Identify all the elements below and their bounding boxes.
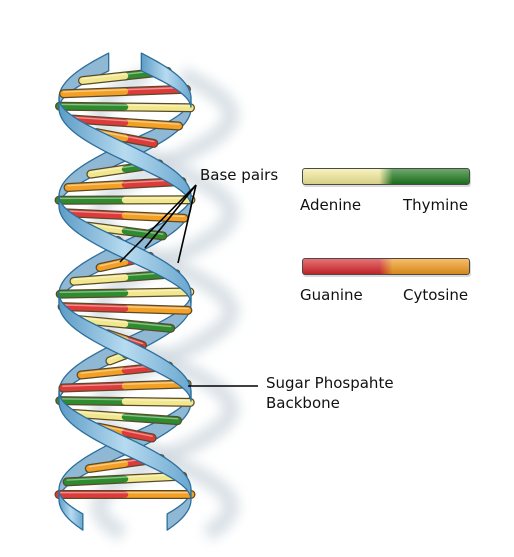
strand-a-segment [58,390,192,500]
base-left [121,103,194,111]
base-right [96,258,129,271]
base-pair [61,208,189,223]
base-left [77,367,129,379]
base-left [64,181,129,191]
strand-a-segment [58,194,192,304]
base-left [121,320,174,332]
base-pair [54,489,196,500]
base-pair-highlight [78,317,172,328]
base-pair-highlight [97,424,153,437]
base-left [121,305,192,314]
base-pair-highlight [59,398,191,402]
base-pair [66,114,184,131]
base-pair [67,408,183,426]
base-right [56,289,129,298]
backbone-strand-front [58,52,192,531]
base-pair [62,471,188,487]
base-pair-highlight [58,103,192,107]
thymine-label: Thymine [403,196,469,214]
base-right [121,380,191,390]
base-pair-highlight [62,86,188,93]
base-left [69,410,129,421]
base-pair-highlight [62,381,188,387]
base-right [68,115,129,126]
base-left [56,397,129,405]
base-pairs-pointer-1 [119,184,197,263]
base-right [121,413,181,424]
adenine-label: Adenine [300,196,362,214]
base-right [121,212,188,222]
adenine-thymine-key-bar [302,168,470,185]
base-left [87,165,129,178]
base-pair [58,379,192,393]
base-left [121,119,182,130]
base-pair-highlight [66,473,184,481]
base-pair [57,302,193,315]
base-right [79,72,129,84]
guanine-cytosine-key-bar [302,258,470,275]
cytosine-label: Cytosine [403,286,469,304]
base-right [58,303,129,312]
base-left [121,134,158,147]
base-pair-highlight [71,410,179,420]
base-pair-highlight [61,304,189,310]
base-pair [55,396,195,407]
base-right [86,460,129,472]
base-right [121,398,194,406]
base-pair [59,84,191,99]
base-pair [55,101,195,113]
base-pair-highlight [95,130,155,143]
base-right [121,429,156,442]
base-pairs-label: Base pairs [200,166,279,184]
base-pairs-pointer-3 [177,184,197,264]
base-right [70,274,129,285]
strand-a-segment [140,52,192,108]
base-right [56,103,129,111]
base-left [62,209,129,219]
base-pair-highlight [65,210,185,218]
base-pair-highlight [59,289,191,294]
base-right [60,88,129,97]
base-pair [54,195,196,205]
base-left [59,382,129,392]
strand-b-segment [58,292,192,402]
base-right [63,475,129,486]
backbone-label-line1: Sugar Phospahte [266,374,394,392]
base-pair-highlight [67,178,183,187]
base-pair-highlight [70,116,180,125]
guanine-label: Guanine [300,286,363,304]
base-pair [55,287,195,299]
strand-b-segment [58,488,84,531]
base-pairs-pointer-2 [144,184,197,249]
base-left [121,288,194,297]
backbone-label-line2: Backbone [266,394,340,412]
